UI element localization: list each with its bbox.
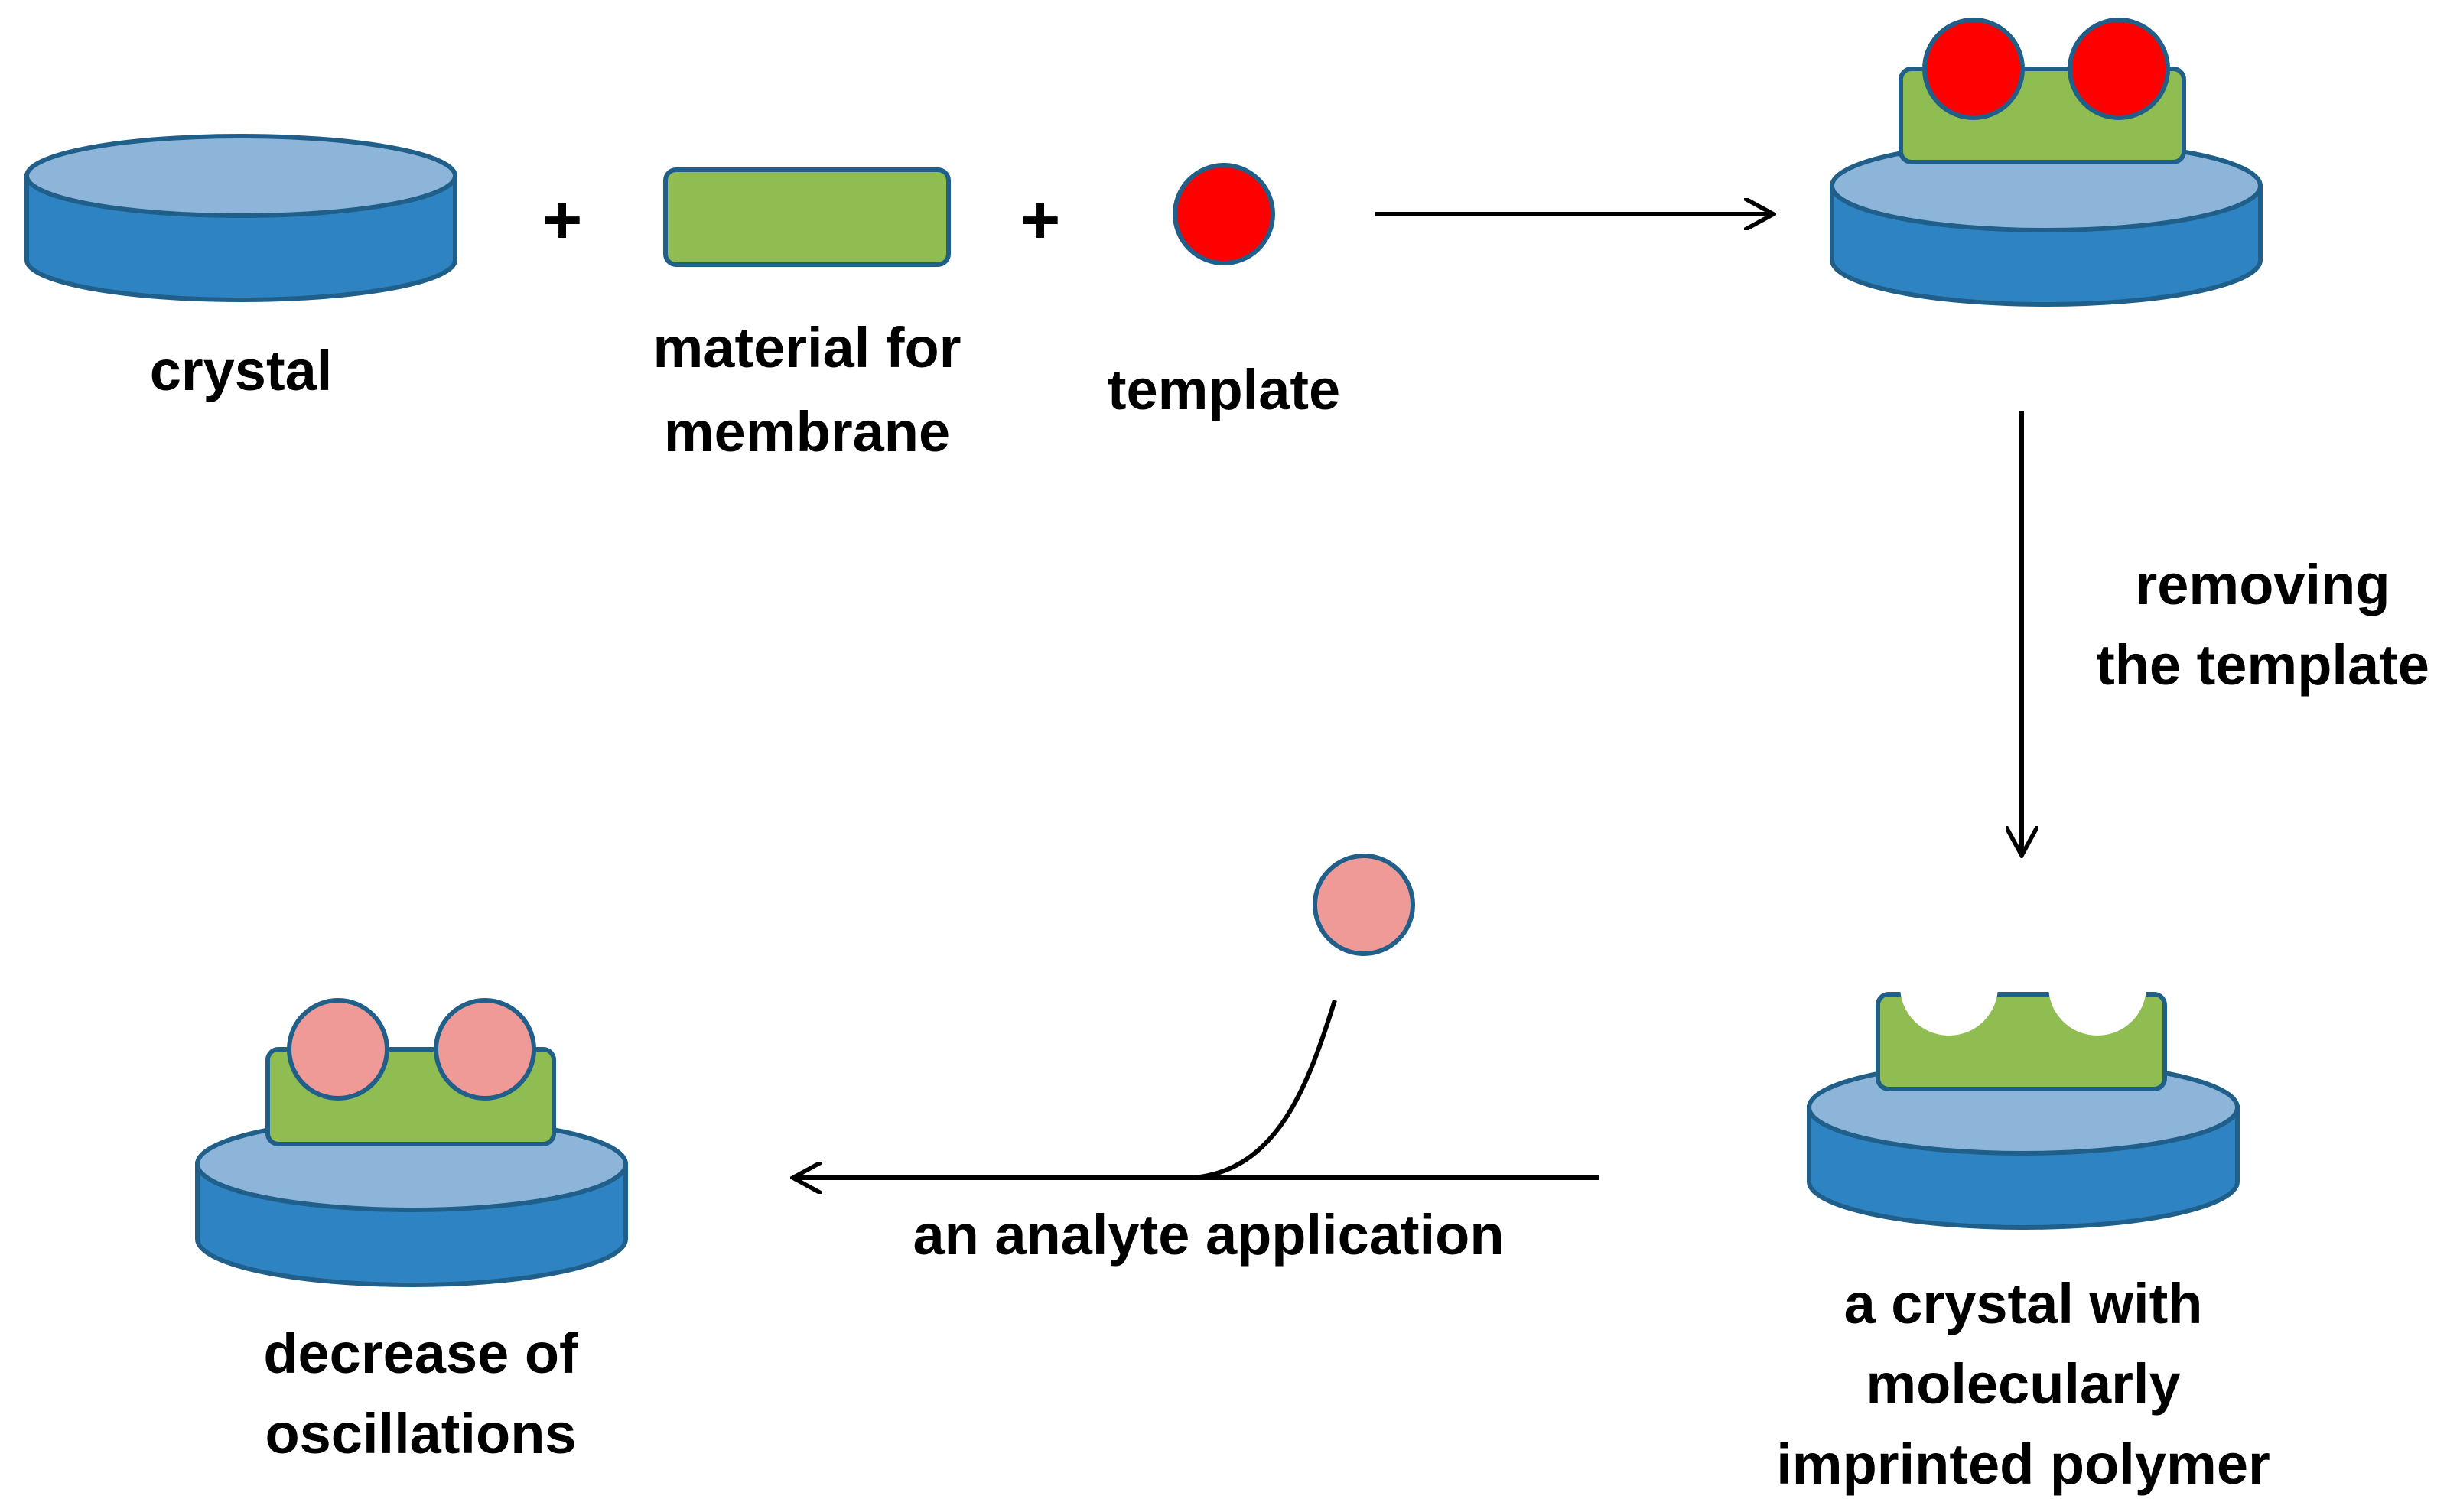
- removing-label-line1: removing: [2135, 553, 2390, 616]
- bound-template-1: [1922, 18, 2025, 120]
- template-label: template: [1108, 358, 1340, 421]
- analyte-application-label: an analyte application: [913, 1203, 1504, 1267]
- mip-crystal: [1807, 938, 2240, 1230]
- analyte-molecule: [1313, 854, 1415, 956]
- mip-label-line3: imprinted polymer: [1776, 1432, 2270, 1496]
- bound-analyte-1: [287, 998, 389, 1101]
- membrane-label-line1: material for: [652, 316, 961, 379]
- mip-label-line2: molecularly: [1866, 1352, 2180, 1416]
- plus-sign-2: +: [1020, 182, 1061, 259]
- crystal-label: crystal: [150, 339, 333, 402]
- mip-label-line1: a crystal with: [1844, 1272, 2203, 1335]
- crystal-disc: [24, 134, 457, 302]
- plus-sign-1: +: [542, 182, 583, 259]
- decrease-label-line2: oscillations: [265, 1402, 576, 1465]
- bound-template-2: [2068, 18, 2170, 120]
- analyte-path-curve: [1193, 1000, 1337, 1180]
- membrane-label-line2: membrane: [664, 400, 950, 463]
- analyte-bound-crystal: [195, 998, 628, 1287]
- bound-analyte-2: [434, 998, 536, 1101]
- removing-label-line2: the template: [2096, 633, 2429, 697]
- assembled-crystal: [1830, 18, 2263, 307]
- membrane-material-block: [663, 167, 951, 267]
- decrease-label-line1: decrease of: [263, 1322, 578, 1385]
- template-molecule: [1173, 163, 1275, 265]
